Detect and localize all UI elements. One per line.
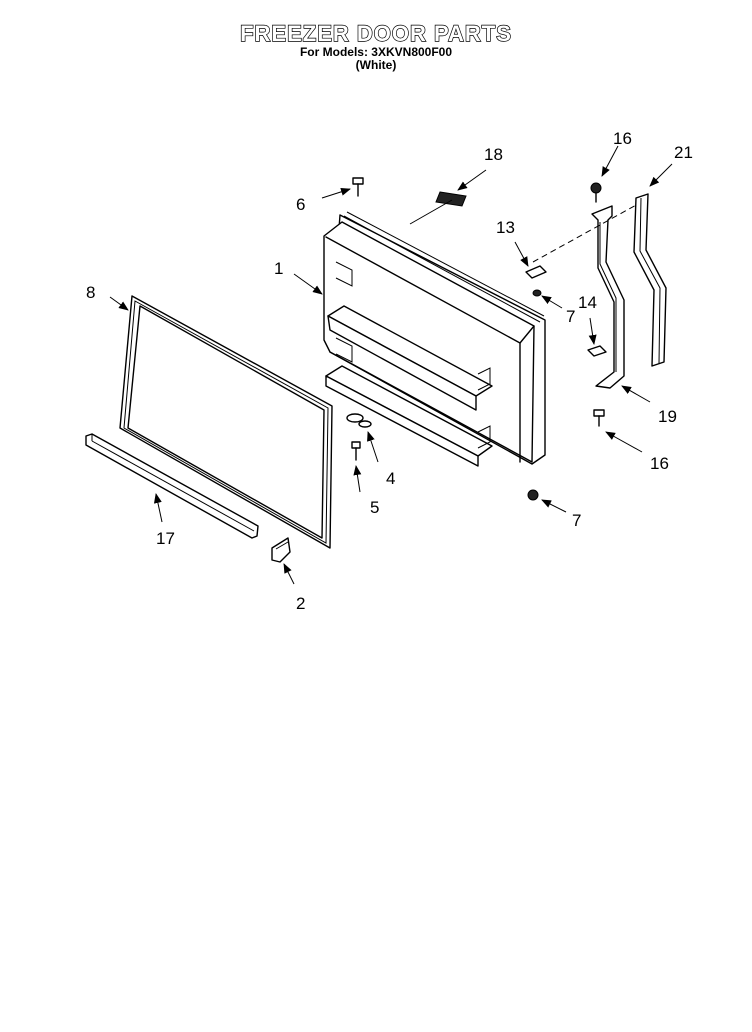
callout-21: 21 [674,143,693,162]
callout-4: 4 [386,469,395,488]
label-part [435,191,467,207]
callout-7-bottom: 7 [572,511,581,530]
top-hinge-bushing-part [525,265,547,297]
clip-part [587,345,607,357]
callout-16-top: 16 [613,129,632,148]
callout-5: 5 [370,498,379,517]
callout-17: 17 [156,529,175,548]
door-gasket-part [119,295,333,549]
leader-lines [109,145,673,585]
callout-2: 2 [296,594,305,613]
color-line: (White) [355,58,397,72]
callout-14: 14 [578,293,597,312]
callout-13: 13 [496,218,515,237]
screw-top-part [590,182,602,203]
trim-strip-part [85,433,259,539]
end-cap-part [271,537,291,563]
callout-8: 8 [86,283,95,302]
bottom-plug-part [527,489,539,501]
callout-7-top: 7 [566,307,575,326]
callout-19: 19 [658,407,677,426]
diagram-header: FREEZER DOOR PARTS For Models: 3XKVN800F… [0,21,752,72]
door-liner-part [323,211,546,467]
screw-bottom-part [593,409,605,427]
callout-1: 1 [274,259,283,278]
top-screw-part [352,177,364,197]
callout-18: 18 [484,145,503,164]
diagram-title: FREEZER DOOR PARTS [239,21,512,46]
callout-16-bottom: 16 [650,454,669,473]
wire-strip-part [633,193,667,367]
bottom-hinge-part [346,413,372,461]
handle-bracket-part [591,205,625,389]
callout-6: 6 [296,195,305,214]
model-line: For Models: 3XKVN800F00 [299,45,453,59]
